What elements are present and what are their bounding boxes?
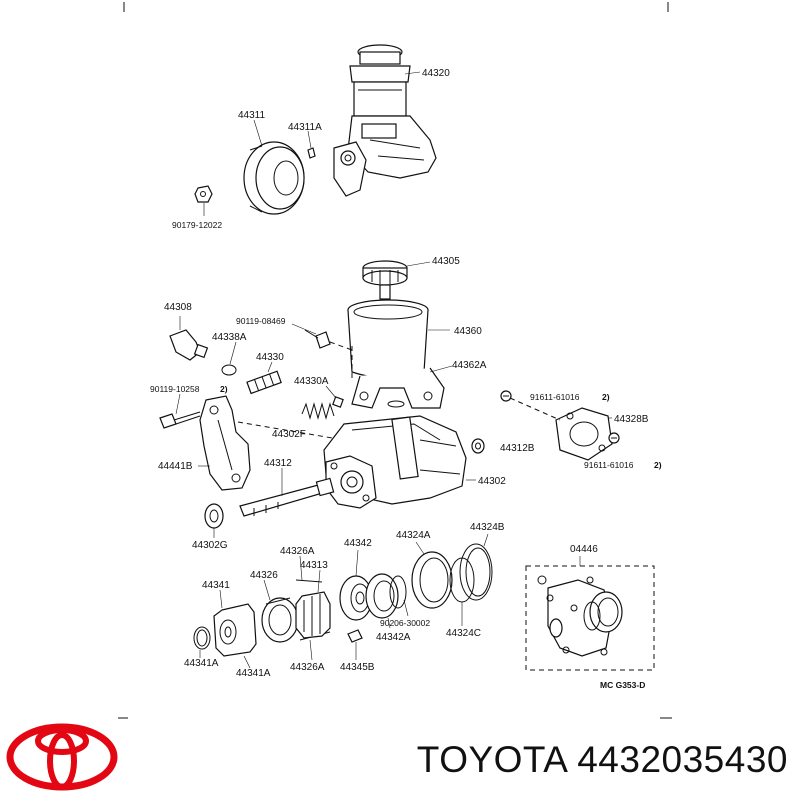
- label-44326: 44326: [250, 570, 278, 581]
- label-44302G: 44302G: [192, 540, 228, 551]
- label-44342: 44342: [344, 538, 372, 549]
- label-44338A: 44338A: [212, 332, 247, 343]
- label-44360: 44360: [454, 326, 482, 337]
- label-44313: 44313: [300, 560, 328, 571]
- label-44302: 44302: [478, 476, 506, 487]
- label-44330: 44330: [256, 352, 284, 363]
- label-04446: 04446: [570, 544, 598, 555]
- note-2-a: 2): [220, 384, 228, 394]
- part-labels: 44320 44311 44311A 90179-12022 44305 443…: [150, 68, 662, 690]
- note-2-c: 2): [654, 460, 662, 470]
- toyota-logo-icon: [6, 723, 118, 791]
- label-44342A: 44342A: [376, 632, 411, 643]
- label-44441B: 44441B: [158, 461, 193, 472]
- label-44341A-left: 44341A: [184, 658, 219, 669]
- label-44326A-top: 44326A: [280, 546, 315, 557]
- label-44330A: 44330A: [294, 376, 329, 387]
- label-90179-12022: 90179-12022: [172, 220, 222, 230]
- label-90119-10258: 90119-10258: [150, 384, 200, 394]
- label-44341A-mid: 44341A: [236, 668, 271, 679]
- label-44328B: 44328B: [614, 414, 649, 425]
- label-91611-61016-b: 91611-61016: [584, 460, 634, 470]
- label-44320: 44320: [422, 68, 450, 79]
- label-44302F: 44302F: [272, 429, 306, 440]
- label-44362A: 44362A: [452, 360, 487, 371]
- label-44311A: 44311A: [288, 122, 322, 133]
- note-2-b: 2): [602, 392, 610, 402]
- label-44324B: 44324B: [470, 522, 505, 533]
- brand-title: TOYOTA 4432035430: [417, 739, 788, 781]
- main-pump-assembly: [159, 260, 620, 538]
- label-44312B: 44312B: [500, 443, 535, 454]
- brand-footer: TOYOTA 4432035430: [0, 715, 800, 800]
- label-44308: 44308: [164, 302, 192, 313]
- label-90206-30002: 90206-30002: [380, 618, 430, 628]
- label-44324A: 44324A: [396, 530, 431, 541]
- label-44311: 44311: [238, 110, 266, 121]
- label-44341: 44341: [202, 580, 230, 591]
- label-91611-61016-a: 91611-61016: [530, 392, 580, 402]
- kit-04446-box: [525, 556, 655, 671]
- label-90119-08469: 90119-08469: [236, 316, 286, 326]
- diagram-code: MC G353-D: [600, 680, 645, 690]
- brand-name: TOYOTA: [416, 739, 567, 780]
- label-44305: 44305: [432, 256, 460, 267]
- label-44324C: 44324C: [446, 628, 481, 639]
- label-44345B: 44345B: [340, 662, 375, 673]
- label-44312: 44312: [264, 458, 292, 469]
- part-number: 4432035430: [577, 739, 788, 780]
- top-pump-assembly: [194, 44, 437, 216]
- crop-marks: [118, 2, 672, 719]
- cartridge-assembly: [193, 533, 493, 669]
- label-44326A-bottom: 44326A: [290, 662, 325, 673]
